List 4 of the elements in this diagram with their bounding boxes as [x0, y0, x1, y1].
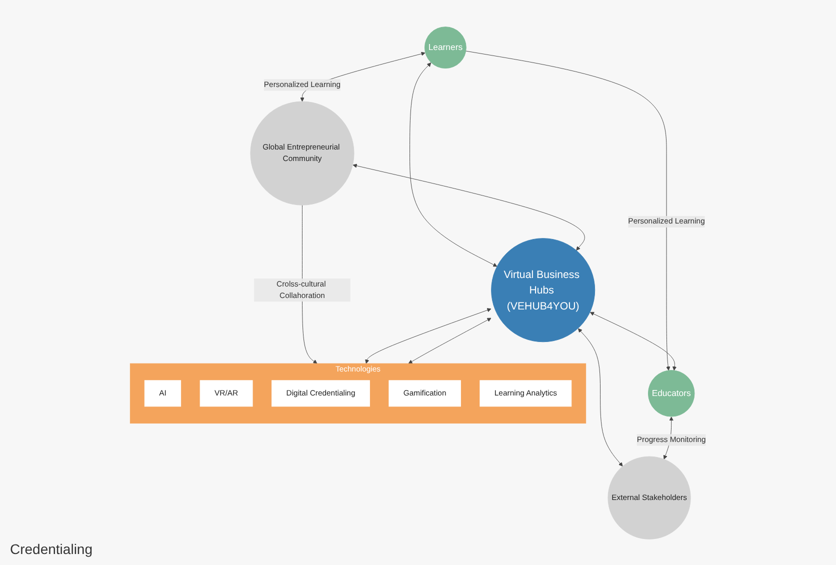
node-circle: Educators [648, 370, 695, 416]
node-circle: Learners [424, 26, 466, 68]
note-text: Credentialing [10, 541, 92, 557]
node-circle: Virtual Business Hubs (VEHUB4YOU) [491, 238, 596, 342]
